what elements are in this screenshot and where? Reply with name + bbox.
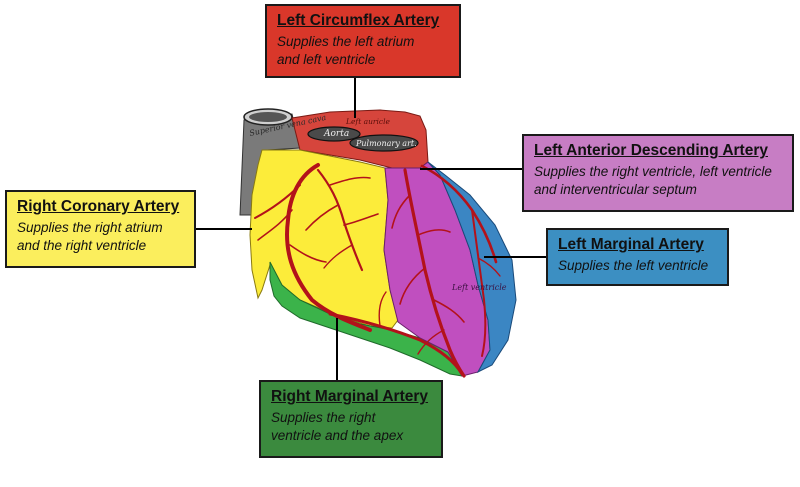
- callout-title: Right Coronary Artery: [17, 198, 180, 215]
- leader-left-circumflex: [354, 78, 356, 118]
- leader-right-coronary: [196, 228, 252, 230]
- callout-title: Left Marginal Artery: [558, 236, 704, 253]
- left-marginal-branch: [477, 257, 501, 277]
- aorta-opening: [307, 126, 361, 142]
- callout-description-line: and interventricular septum: [534, 182, 697, 197]
- superior-vena-cava-lumen: [249, 112, 287, 122]
- leader-right-marginal: [336, 318, 338, 382]
- heart-label-aorta: Aorta: [323, 129, 349, 139]
- callout-description-line: Supplies the right: [271, 410, 376, 425]
- callout-left-marginal: Left Marginal Artery Supplies the left v…: [546, 228, 729, 286]
- callout-lad: Left Anterior Descending Artery Supplies…: [522, 134, 794, 212]
- lad-branch: [433, 299, 465, 323]
- callout-description-line: Supplies the right atrium: [17, 220, 163, 235]
- pulmonary-artery-opening: [349, 134, 419, 152]
- callout-title: Left Anterior Descending Artery: [534, 142, 768, 159]
- rv-branch: [343, 213, 379, 226]
- left-marginal-vessel: [471, 209, 487, 357]
- lad-vessel: [403, 168, 466, 378]
- callout-description-line: Supplies the left atrium: [277, 34, 415, 49]
- right-marginal-vessel: [328, 312, 464, 376]
- rca-branch: [254, 184, 301, 219]
- rv-branch: [316, 168, 364, 272]
- callout-description-line: Supplies the right ventricle, left ventr…: [534, 164, 772, 179]
- left-marginal-region-blue: [427, 161, 517, 374]
- rv-branch: [305, 204, 339, 231]
- callout-description-line: ventricle and the apex: [271, 428, 404, 443]
- coronary-vessels: [254, 163, 501, 378]
- rv-branch: [323, 244, 353, 269]
- callout-title: Left Circumflex Artery: [277, 12, 440, 29]
- lad-branch: [417, 229, 451, 236]
- heart-label-left-ventricle: Left ventricle: [451, 283, 507, 292]
- rca-branch: [289, 244, 327, 263]
- callout-left-circumflex: Left Circumflex Artery Supplies the left…: [265, 4, 461, 78]
- lad-branch: [399, 267, 426, 305]
- callout-title: Right Marginal Artery: [271, 388, 429, 405]
- callout-description-line: and left ventricle: [277, 52, 376, 67]
- heart-label-pulmonary: Pulmonary art.: [355, 139, 417, 148]
- heart-label-left-auricle: Left auricle: [345, 117, 390, 126]
- callout-right-coronary: Right Coronary Artery Supplies the right…: [5, 190, 196, 268]
- rv-branch: [329, 176, 371, 186]
- right-marginal-branch: [378, 291, 387, 327]
- rca-branch: [257, 209, 293, 241]
- leader-left-marginal: [484, 256, 548, 258]
- lad-branch: [417, 329, 445, 355]
- leader-lad: [420, 168, 524, 170]
- callout-description-line: and the right ventricle: [17, 238, 147, 253]
- callout-right-marginal: Right Marginal Artery Supplies the right…: [259, 380, 443, 458]
- callout-description-line: Supplies the left ventricle: [558, 258, 709, 273]
- lad-branch: [391, 194, 411, 229]
